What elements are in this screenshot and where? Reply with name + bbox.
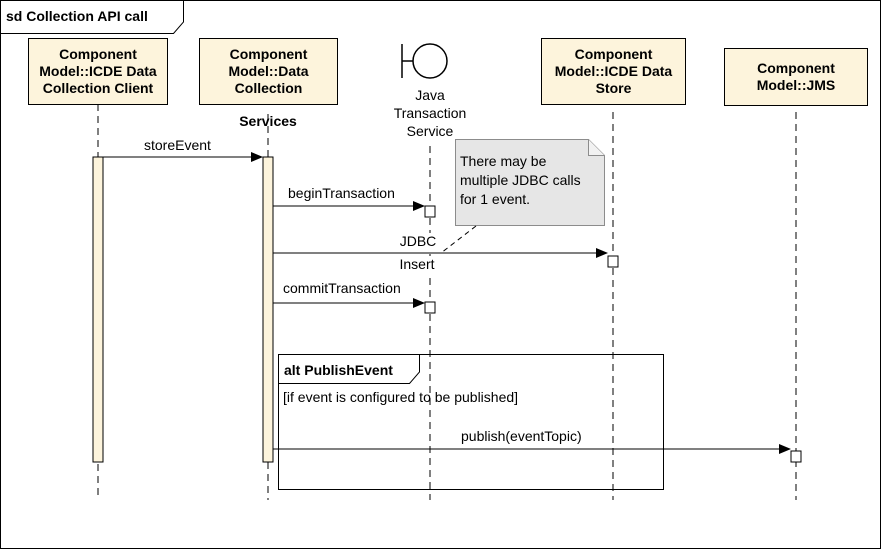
lifeline-store-label-1: Component (574, 46, 653, 62)
frame-title-tab (0, 0, 184, 34)
alt-fragment-title: alt PublishEvent (284, 362, 393, 378)
activation-store (607, 255, 619, 268)
activation-jms (790, 450, 802, 463)
lifeline-services-label-4: Services (239, 113, 297, 129)
activation-jts-begin (424, 205, 436, 218)
alt-fragment (278, 354, 664, 490)
lifeline-client-label-2: Model::ICDE Data (39, 63, 157, 79)
lifeline-jts-label-3: Service (406, 123, 454, 139)
alt-fragment-guard: [if event is configured to be published] (283, 389, 519, 405)
activation-services (262, 156, 274, 463)
frame-title: sd Collection API call (6, 8, 148, 24)
message-label-storeEvent: storeEvent (144, 137, 211, 153)
lifeline-jts-label-2: Transaction (393, 105, 467, 121)
note-line-2: multiple JDBC calls (460, 172, 581, 188)
note-line-1: There may be (460, 153, 547, 169)
activation-jts-commit (424, 301, 436, 314)
note-fold (588, 139, 605, 156)
lifeline-store-label-3: Store (595, 80, 632, 96)
alt-fragment-tab (278, 354, 420, 384)
lifeline-client-label-3: Collection Client (42, 80, 154, 96)
message-label-publish: publish(eventTopic) (461, 428, 582, 444)
lifeline-store-label-2: Model::ICDE Data (554, 63, 673, 79)
lifeline-services-label-2: Model::Data (228, 63, 309, 79)
lifeline-head-services: Component Model::Data Collection (199, 38, 338, 105)
message-label-insert: Insert (399, 256, 435, 273)
message-label-commitTransaction: commitTransaction (283, 280, 401, 296)
lifeline-client-label-1: Component (59, 46, 137, 62)
activation-client (92, 156, 104, 463)
lifeline-jms-label-1: Component (757, 60, 835, 76)
lifeline-head-jms: Component Model::JMS (724, 48, 868, 106)
boundary-icon (401, 43, 448, 79)
lifeline-services-label-1: Component (229, 46, 308, 62)
note-line-3: for 1 event. (460, 191, 531, 207)
note-shape (455, 139, 605, 226)
message-label-beginTransaction: beginTransaction (288, 185, 395, 201)
lifeline-head-store: Component Model::ICDE Data Store (541, 38, 686, 105)
note-anchor-line (440, 225, 477, 254)
lifeline-jts-label-1: Java (415, 87, 445, 103)
message-label-jdbc: JDBC (399, 233, 437, 250)
lifeline-head-client: Component Model::ICDE Data Collection Cl… (28, 38, 168, 105)
lifeline-jms-label-2: Model::JMS (756, 77, 836, 93)
lifeline-services-label-3: Collection (234, 80, 303, 96)
